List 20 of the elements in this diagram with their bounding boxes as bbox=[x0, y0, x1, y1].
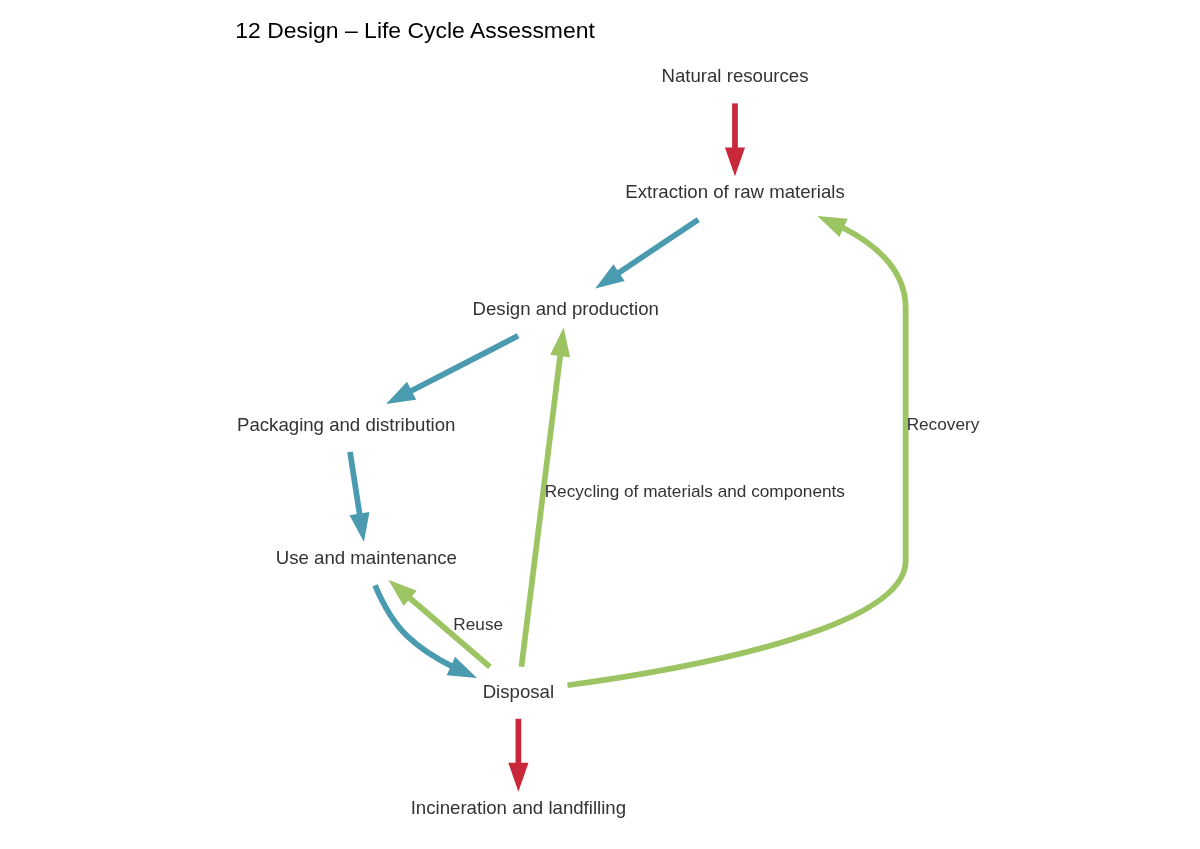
node-text: Disposal bbox=[482, 680, 554, 702]
node-text: Use and maintenance bbox=[275, 547, 457, 569]
node-text: Packaging and distribution bbox=[236, 413, 455, 435]
node-text: Incineration and landfilling bbox=[410, 796, 626, 818]
arrow bbox=[507, 718, 528, 792]
diagram-title: 12 Design – Life Cycle Assessment bbox=[234, 17, 595, 44]
edge-label: Reuse bbox=[452, 614, 503, 635]
node-text: Design and production bbox=[472, 297, 659, 319]
arrow bbox=[594, 217, 700, 289]
arrow bbox=[724, 103, 745, 177]
arrow bbox=[387, 579, 492, 670]
edge-label: Recycling of materials and components bbox=[544, 481, 845, 502]
edge-label: Recovery bbox=[906, 414, 979, 435]
arrow bbox=[566, 215, 909, 689]
node-text: Extraction of raw materials bbox=[624, 181, 845, 203]
node-text: Natural resources bbox=[660, 65, 808, 87]
arrow bbox=[518, 327, 570, 668]
arrow bbox=[371, 584, 477, 679]
arrow bbox=[346, 451, 369, 543]
arrow bbox=[385, 333, 519, 404]
